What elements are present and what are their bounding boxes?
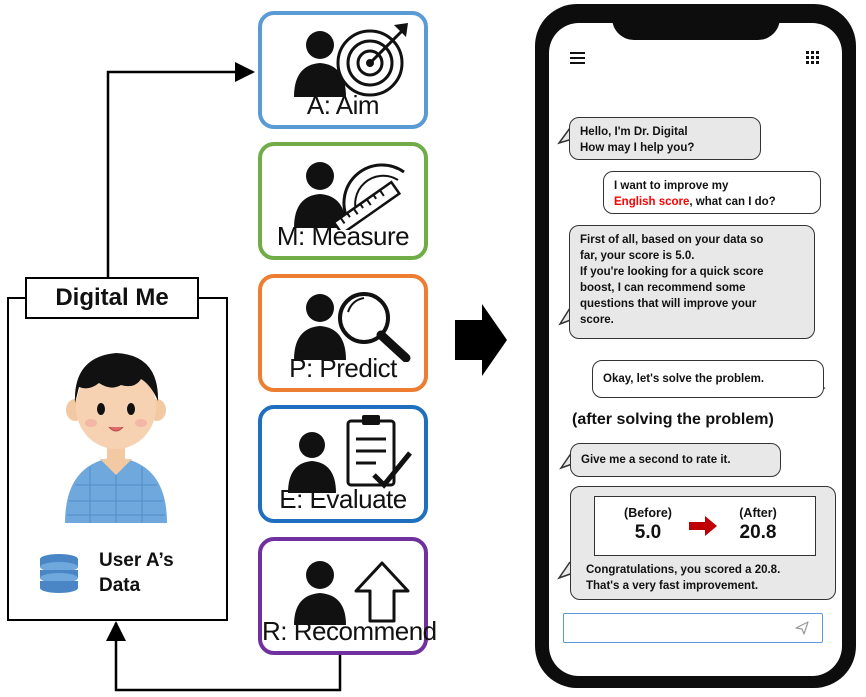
congrats-line2: That's a very fast improvement. xyxy=(586,580,759,592)
bot-greeting-line1: Hello, I'm Dr. Digital xyxy=(580,126,688,138)
stage-evaluate: E: Evaluate xyxy=(258,405,428,523)
phone-notch xyxy=(612,4,780,40)
after-score: (After) 20.8 xyxy=(716,505,800,545)
after-label: (After) xyxy=(739,506,777,520)
before-score: (Before) 5.0 xyxy=(606,505,690,545)
bot-reply-line: First of all, based on your data so xyxy=(580,234,764,246)
before-value: 5.0 xyxy=(634,522,662,543)
chat-input-field[interactable] xyxy=(563,613,823,643)
hamburger-menu-icon[interactable] xyxy=(570,51,586,65)
stage-recommend-label: R: Recommend xyxy=(262,616,437,646)
user-data-label-line1: User A’s xyxy=(99,550,174,571)
stage-evaluate-label: E: Evaluate xyxy=(279,484,407,514)
stage-measure-label: M: Measure xyxy=(276,221,410,251)
after-solving-note: (after solving the problem) xyxy=(572,411,774,428)
bot-reply-line: boost, I can recommend some xyxy=(580,282,746,294)
protractor-person-icon xyxy=(294,162,405,230)
congrats-text: Congratulations, you scored a 20.8. That… xyxy=(586,562,780,594)
stage-measure: M: Measure xyxy=(258,142,428,260)
user-request-rest: , what can I do? xyxy=(689,196,776,208)
stage-predict-label: P: Predict xyxy=(289,353,397,383)
bot-reply-line: If you're looking for a quick score xyxy=(580,266,764,278)
arrow-recommend-to-digital-me xyxy=(106,621,342,692)
before-label: (Before) xyxy=(624,506,672,520)
user-data-label-line2: Data xyxy=(99,575,141,596)
bot-reply-bubble: First of all, based on your data so far,… xyxy=(569,225,815,339)
arrow-digital-me-to-aim xyxy=(106,62,255,277)
bot-reply-line: far, your score is 5.0. xyxy=(580,250,695,262)
red-arrow-icon xyxy=(689,516,717,536)
english-score-highlight: English score xyxy=(614,196,690,208)
user-request-bubble: I want to improve my English score, what… xyxy=(603,171,821,214)
stage-aim: A: Aim xyxy=(258,11,428,129)
user-ok-text: Okay, let's solve the problem. xyxy=(603,373,765,385)
up-arrow-person-icon xyxy=(294,561,410,625)
bot-greeting-bubble: Hello, I'm Dr. Digital How may I help yo… xyxy=(569,117,761,160)
user-request-line1: I want to improve my xyxy=(614,180,729,192)
digital-me-title: Digital Me xyxy=(25,277,199,319)
magnifier-person-icon xyxy=(294,292,411,362)
database-icon xyxy=(40,554,78,593)
bot-reply-line: score. xyxy=(580,314,614,326)
bot-greeting-line2: How may I help you? xyxy=(580,142,695,154)
user-avatar-icon xyxy=(65,353,167,523)
user-rate-bubble: Give me a second to rate it. xyxy=(570,443,781,477)
target-person-icon xyxy=(294,23,408,97)
user-data-label: User A’s Data xyxy=(99,548,174,598)
user-ok-bubble: Okay, let's solve the problem. xyxy=(592,360,824,398)
stage-recommend: R: Recommend xyxy=(258,537,437,655)
apps-grid-icon[interactable] xyxy=(806,51,820,65)
stage-aim-label: A: Aim xyxy=(306,90,380,120)
user-request-line2: English score, what can I do? xyxy=(614,194,810,210)
send-icon[interactable] xyxy=(795,621,809,635)
after-value: 20.8 xyxy=(739,522,777,543)
clipboard-check-person-icon xyxy=(288,415,412,493)
user-rate-text: Give me a second to rate it. xyxy=(581,454,731,466)
bot-reply-line: questions that will improve your xyxy=(580,298,757,310)
congrats-line1: Congratulations, you scored a 20.8. xyxy=(586,564,781,576)
big-right-arrow-icon xyxy=(455,304,507,376)
stage-predict: P: Predict xyxy=(258,274,428,392)
